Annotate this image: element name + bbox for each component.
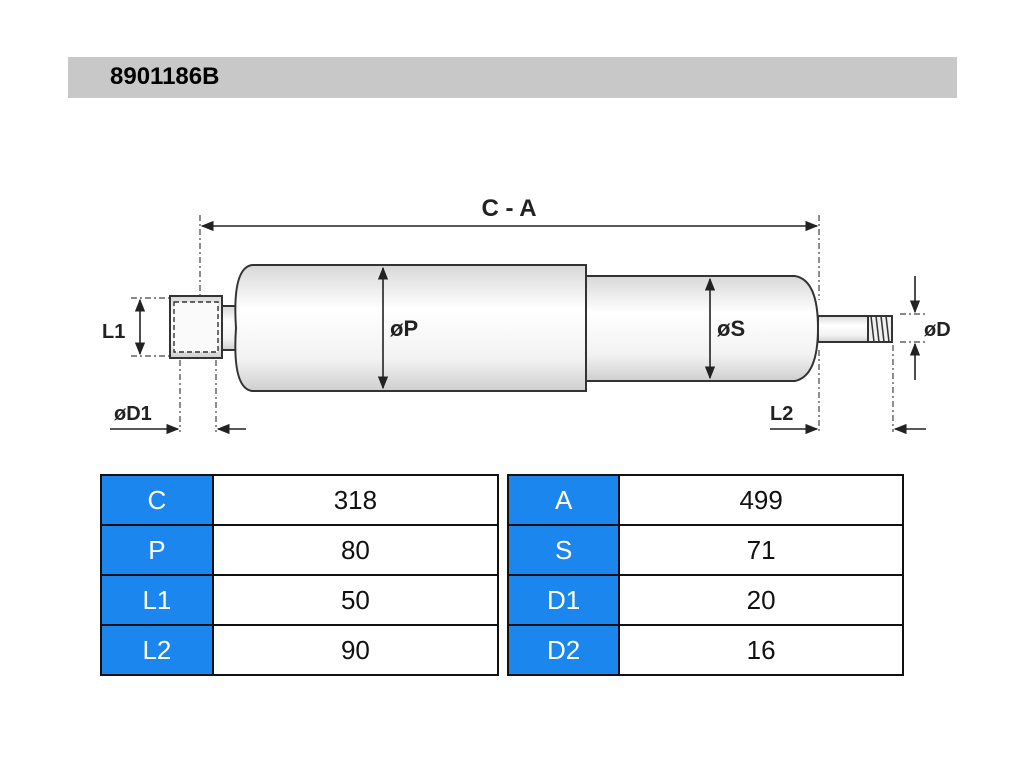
dimension-lines: [110, 220, 926, 435]
spec-key: P: [100, 524, 214, 576]
spec-key: A: [506, 474, 621, 526]
table-row: L1 50: [100, 574, 500, 626]
label-shield-diameter: øS: [717, 316, 745, 341]
dust-shield: [585, 275, 820, 382]
label-body-diameter: øP: [390, 316, 418, 341]
spec-value: 16: [618, 624, 904, 676]
main-tube: [234, 264, 587, 392]
table-row: A 499: [506, 474, 904, 526]
table-row: D1 20: [506, 574, 904, 626]
extension-lines: [131, 215, 926, 432]
label-L2: L2: [770, 403, 793, 425]
spec-value: 20: [618, 574, 904, 626]
label-D1: øD1: [114, 403, 152, 425]
table-row: S 71: [506, 524, 904, 576]
spec-key: D2: [506, 624, 621, 676]
spec-table-left: C 318 P 80 L1 50 L2 90: [100, 474, 500, 676]
label-overall-length: C - A: [481, 195, 536, 222]
header-bar: 8901186B: [68, 57, 957, 98]
spec-value: 71: [618, 524, 904, 576]
label-L1: L1: [102, 321, 125, 343]
spec-table-right: A 499 S 71 D1 20 D2 16: [506, 474, 904, 676]
spec-key: C: [100, 474, 214, 526]
spec-value: 80: [211, 524, 500, 576]
table-row: P 80: [100, 524, 500, 576]
table-row: D2 16: [506, 624, 904, 676]
spec-key: S: [506, 524, 621, 576]
table-row: L2 90: [100, 624, 500, 676]
spec-key: D1: [506, 574, 621, 626]
label-D2: øD: [924, 319, 951, 341]
spec-key: L2: [100, 624, 214, 676]
spec-value: 318: [211, 474, 500, 526]
spec-value: 90: [211, 624, 500, 676]
table-row: C 318: [100, 474, 500, 526]
spec-value: 50: [211, 574, 500, 626]
spec-value: 499: [618, 474, 904, 526]
part-number: 8901186B: [110, 63, 220, 90]
eye-mount: [169, 295, 237, 359]
piston-rod: [817, 315, 893, 343]
spec-key: L1: [100, 574, 214, 626]
